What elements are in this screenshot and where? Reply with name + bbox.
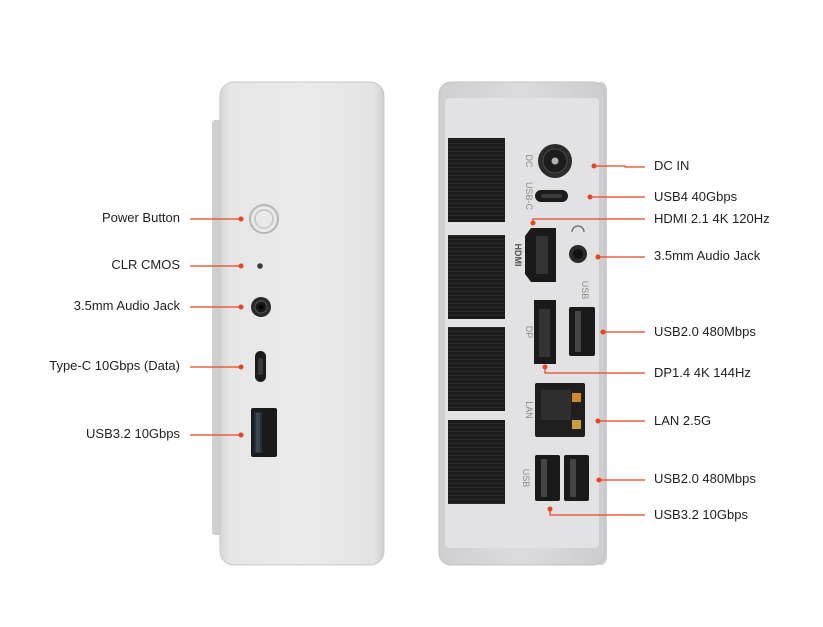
front-case-face [219,81,385,566]
label-usb20-bottom: USB2.0 480Mbps [654,471,756,486]
port-markings: DC USB-C HDMI USB DP LAN USB [513,155,590,488]
vent-grille [448,420,505,504]
label-clr-cmos: CLR CMOS [111,257,180,272]
marking-dp: DP [524,326,534,339]
vent-grille [448,138,505,222]
lan-port-icon [535,383,585,437]
power-button-icon[interactable] [249,204,279,234]
rear-usb-a-top-port-icon [569,307,595,356]
hdmi-port-icon [525,228,556,282]
label-rear-audio-jack: 3.5mm Audio Jack [654,248,761,263]
marking-usb-bottom: USB [521,469,531,488]
headphone-icon [571,225,585,233]
leader-line-dc-in [594,165,645,168]
label-usb20-top: USB2.0 480Mbps [654,324,756,339]
label-usb4: USB4 40Gbps [654,189,738,204]
clr-cmos-hole[interactable] [257,263,263,269]
rear-case [438,81,607,566]
front-case [212,81,385,566]
dp-port-icon [534,300,556,364]
label-lan: LAN 2.5G [654,413,712,428]
label-hdmi: HDMI 2.1 4K 120Hz [654,211,770,226]
rear-usb-c-port-icon [535,190,568,202]
front-type-c-port-icon [255,351,266,382]
label-dc-in: DC IN [654,158,690,173]
marking-lan: LAN [524,401,534,419]
label-dp: DP1.4 4K 144Hz [654,365,751,380]
vent-grille [448,327,505,411]
label-front-audio-jack: 3.5mm Audio Jack [73,298,180,313]
marking-usb-top: USB [580,281,590,300]
vent-grille [448,235,505,319]
label-power-button: Power Button [101,210,180,225]
marking-dc: DC [524,155,534,168]
rear-audio-jack-icon [569,245,587,263]
front-usb-a-port-icon [251,408,277,457]
rear-usb-a-bottom-ports-icon [535,455,589,501]
label-rear-usb32: USB3.2 10Gbps [654,507,748,522]
leader-dots [238,163,606,512]
label-type-c: Type-C 10Gbps (Data) [49,358,180,373]
label-front-usb32: USB3.2 10Gbps [86,426,180,441]
marking-hdmi: HDMI [513,244,523,267]
front-audio-jack-icon [251,297,271,317]
marking-usbc: USB-C [524,182,534,211]
dc-jack-icon [538,144,572,178]
